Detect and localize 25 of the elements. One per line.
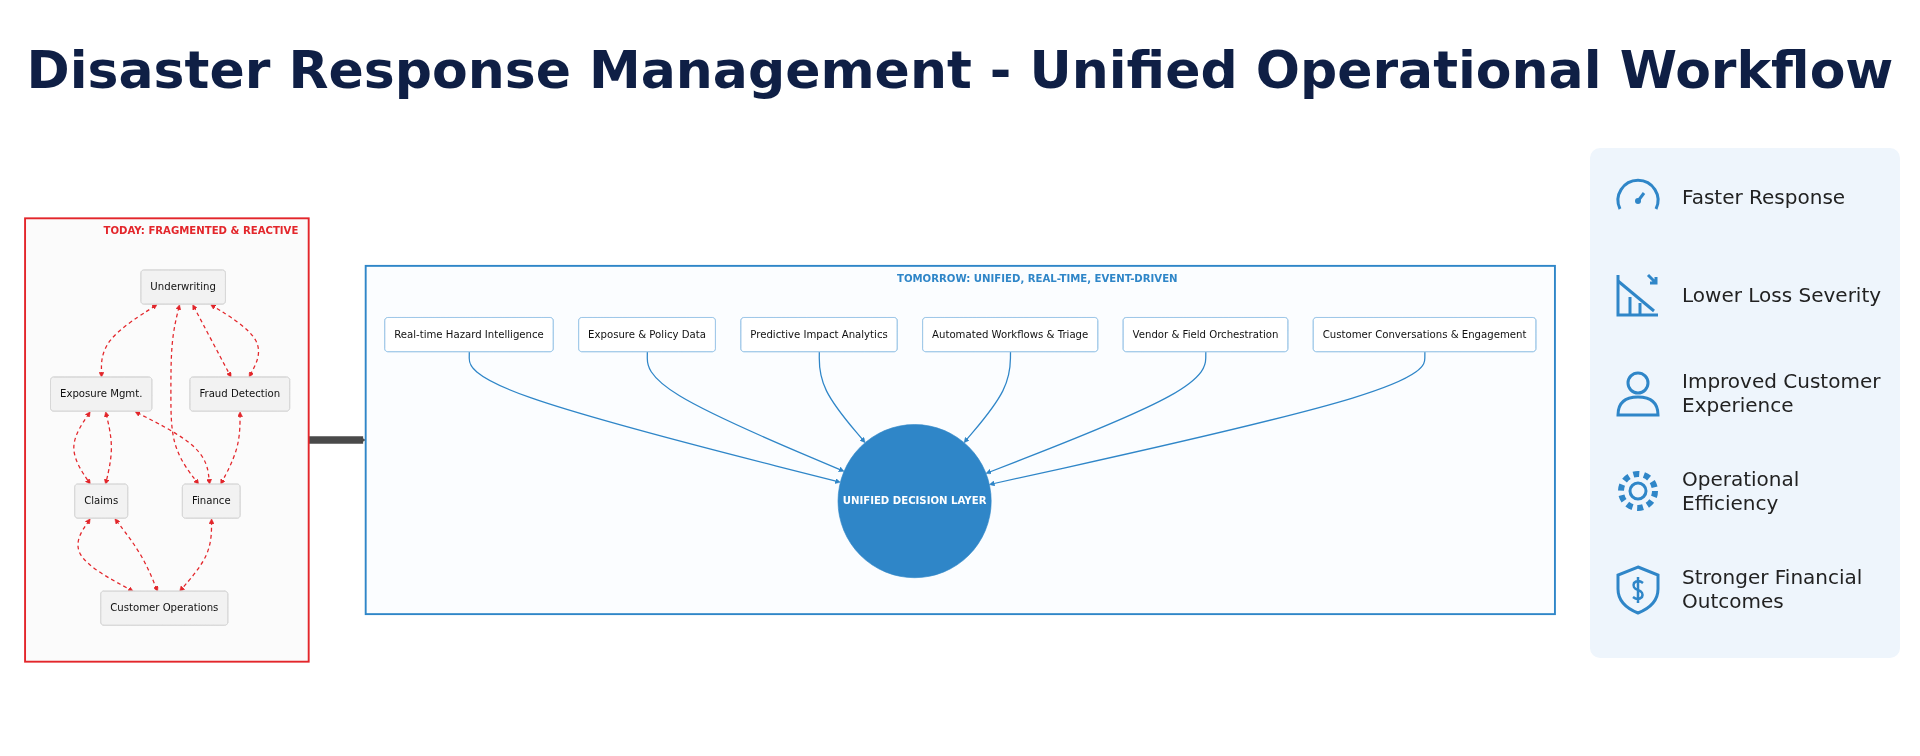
arrow [73, 411, 91, 485]
arrow [104, 411, 112, 485]
arrow [77, 518, 134, 592]
arrow [192, 304, 232, 378]
arrow [818, 351, 866, 443]
arrow [308, 436, 366, 444]
arrow [220, 411, 243, 485]
arrow [210, 304, 260, 378]
arrow [989, 351, 1426, 487]
benefit-text: Lower Loss Severity [1682, 283, 1882, 307]
benefit-text: Operational Efficiency [1682, 467, 1801, 515]
arrow [985, 351, 1207, 475]
arrow [170, 304, 199, 485]
benefit-text: Improved Customer Experience [1682, 369, 1882, 417]
arrow [179, 518, 215, 592]
title: Disaster Response Management - Unified Operational Workflow [25, 40, 1895, 100]
arrow [963, 351, 1012, 443]
arrow [134, 411, 212, 485]
arrow [468, 351, 841, 484]
arrow [646, 351, 845, 472]
arrow [114, 518, 159, 592]
node-circle: UNIFIED DECISION LAYER [837, 424, 992, 579]
benefit-text: Stronger Financial Outcomes [1682, 565, 1864, 613]
arrow [98, 304, 158, 378]
benefit-text: Faster Response [1682, 185, 1846, 209]
